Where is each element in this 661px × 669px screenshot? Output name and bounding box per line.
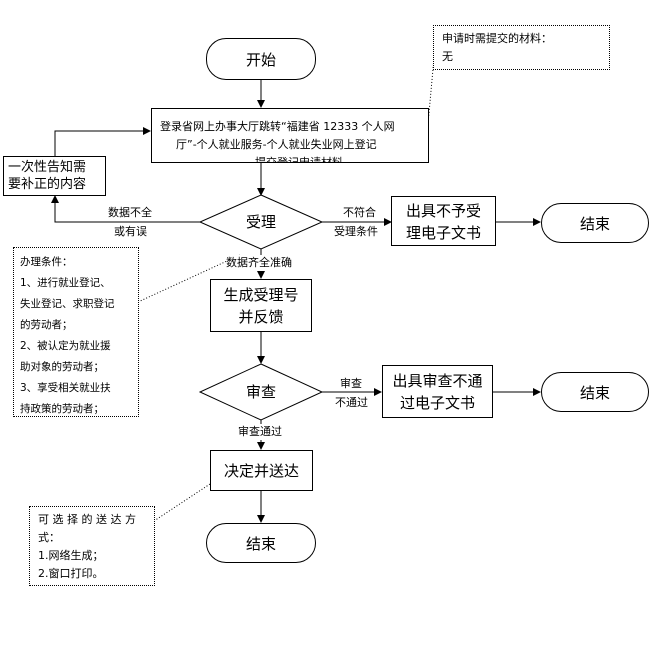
incomplete-label-2: 或有误 bbox=[114, 225, 147, 238]
start-terminal: 开始 bbox=[206, 38, 316, 80]
complete-label: 数据齐全准确 bbox=[226, 255, 292, 271]
reject-doc-line-1: 出具不予受 bbox=[405, 202, 481, 220]
conditions-line-5: 助对象的劳动者； bbox=[20, 361, 104, 373]
end-terminal-3: 结束 bbox=[206, 523, 316, 563]
supplement-line-1: 一次性告知需 bbox=[8, 160, 87, 175]
materials-note: 申请时需提交的材料： 无 bbox=[433, 25, 610, 70]
delivery-note: 可 选 择 的 送 达 方 式： 1.网络生成； 2.窗口打印。 bbox=[29, 506, 155, 586]
submit-application-box: 登录省网上办事大厅跳转“福建省 12333 个人网 厅”-个人就业服务-个人就业… bbox=[151, 108, 429, 163]
end2-label: 结束 bbox=[579, 383, 610, 402]
not-meet-label-1: 不符合 bbox=[343, 206, 376, 219]
materials-value: 无 bbox=[442, 50, 453, 63]
incomplete-label-1: 数据不全 bbox=[108, 206, 152, 219]
edge-supplement-submit bbox=[54, 127, 151, 156]
conditions-line-3: 的劳动者； bbox=[20, 319, 73, 331]
review-label: 审查 bbox=[246, 383, 277, 401]
delivery-title-1: 可 选 择 的 送 达 方 bbox=[38, 513, 136, 526]
submit-line-2: 厅”-个人就业服务-个人就业失业网上登记 bbox=[176, 138, 377, 151]
end-terminal-2: 结束 bbox=[541, 372, 649, 412]
review-diamond bbox=[198, 363, 324, 421]
fail-doc-line-1: 出具审查不通 bbox=[392, 372, 483, 390]
decide-label: 决定并送达 bbox=[223, 461, 299, 480]
edge-accept-supplement bbox=[51, 195, 200, 223]
conditions-note: 办理条件： 1、进行就业登记、 失业登记、求职登记 的劳动者； 2、被认定为就业… bbox=[13, 247, 139, 417]
conditions-line-1: 1、进行就业登记、 bbox=[20, 277, 111, 289]
reject-doc-line-2: 理电子文书 bbox=[405, 224, 481, 242]
supplement-line-2: 要补正的内容 bbox=[8, 177, 87, 192]
accept-diamond bbox=[198, 194, 324, 250]
materials-title: 申请时需提交的材料： bbox=[442, 32, 552, 45]
review-fail-document-box: 出具审查不通 过电子文书 bbox=[382, 365, 493, 418]
delivery-note-leader bbox=[153, 483, 211, 522]
review-fail-label-1: 审查 bbox=[340, 377, 362, 390]
review-fail-label-2: 不通过 bbox=[335, 396, 368, 409]
delivery-title-2: 式： bbox=[38, 531, 60, 544]
end-terminal-1: 结束 bbox=[541, 203, 649, 243]
generate-number-box: 生成受理号 并反馈 bbox=[210, 279, 312, 332]
conditions-title: 办理条件： bbox=[20, 256, 73, 268]
conditions-line-4: 2、被认定为就业援 bbox=[20, 340, 111, 352]
start-label: 开始 bbox=[245, 50, 276, 69]
conditions-line-2: 失业登记、求职登记 bbox=[20, 298, 115, 310]
accept-label: 受理 bbox=[246, 213, 277, 231]
review-pass-label: 审查通过 bbox=[238, 424, 282, 440]
delivery-item-2: 2.窗口打印。 bbox=[38, 567, 104, 580]
decide-deliver-box: 决定并送达 bbox=[210, 450, 313, 491]
conditions-note-leader bbox=[137, 254, 241, 303]
gen-line-1: 生成受理号 bbox=[223, 286, 299, 304]
conditions-line-6: 3、享受相关就业扶 bbox=[20, 382, 111, 394]
end1-label: 结束 bbox=[579, 214, 610, 233]
fail-doc-line-2: 过电子文书 bbox=[399, 394, 475, 412]
supplement-notice-box: 一次性告知需 要补正的内容 bbox=[3, 156, 106, 196]
not-meet-label-2: 受理条件 bbox=[334, 225, 378, 238]
conditions-line-7: 持政策的劳动者； bbox=[20, 403, 104, 415]
submit-line-1: 登录省网上办事大厅跳转“福建省 12333 个人网 bbox=[160, 120, 395, 133]
submit-line-3: 提交登记申请材料 bbox=[255, 156, 343, 163]
gen-line-2: 并反馈 bbox=[238, 308, 284, 326]
reject-document-box: 出具不予受 理电子文书 bbox=[391, 196, 496, 246]
delivery-item-1: 1.网络生成； bbox=[38, 549, 104, 562]
end3-label: 结束 bbox=[245, 534, 276, 553]
